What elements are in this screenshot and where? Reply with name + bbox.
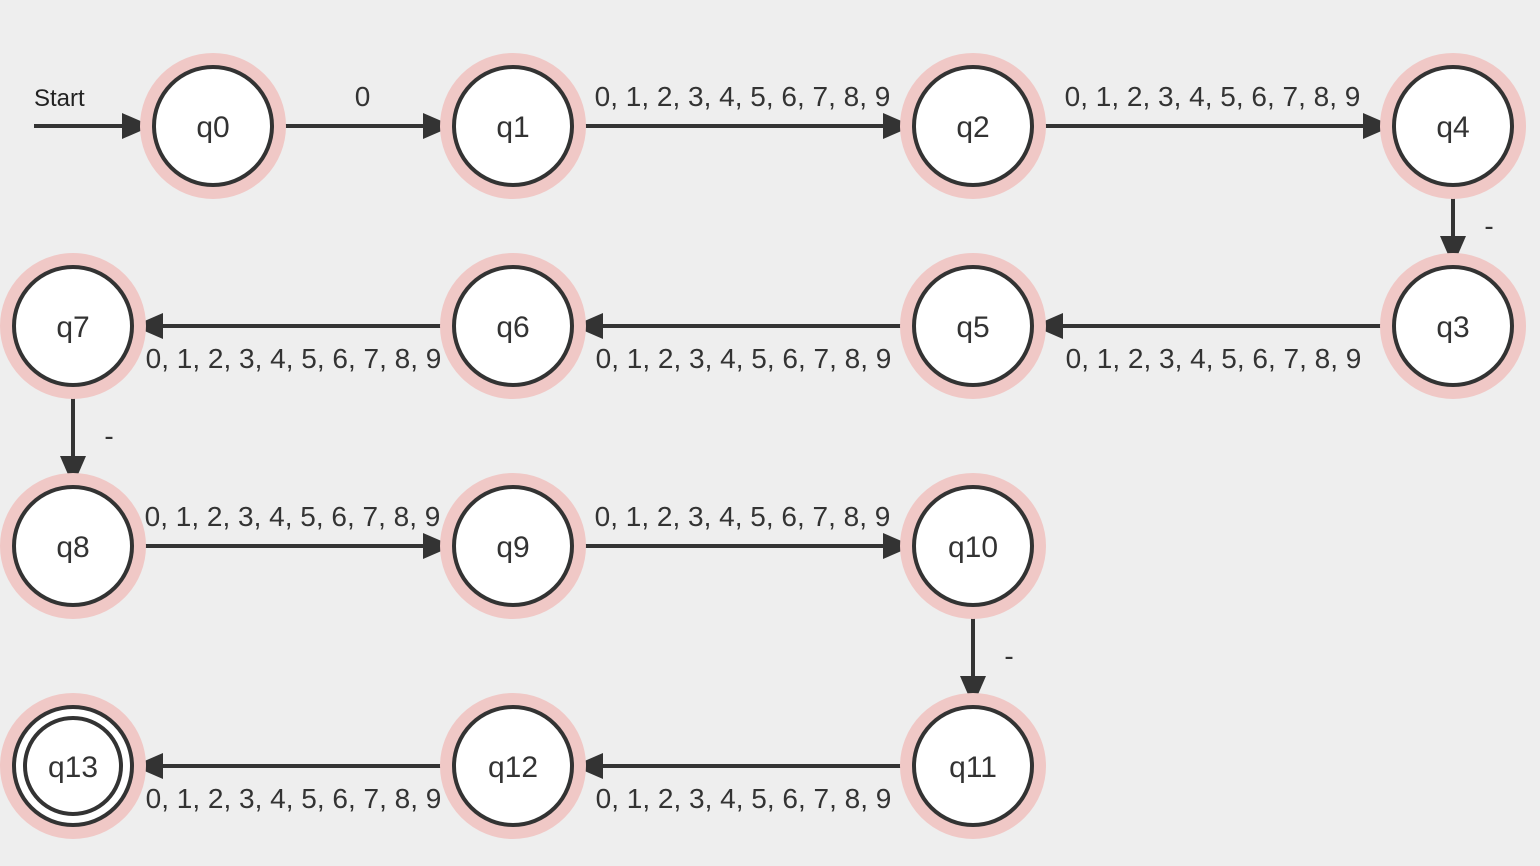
state-label: q7 — [56, 311, 89, 344]
state-halo — [440, 473, 586, 619]
state-circle — [1392, 265, 1514, 387]
state-label: q10 — [948, 531, 998, 564]
state-circle — [912, 705, 1034, 827]
transition-arrowhead-q10-q11 — [960, 676, 986, 706]
state-circle — [152, 65, 274, 187]
state-q10[interactable]: q10 — [900, 473, 1046, 619]
state-halo — [140, 53, 286, 199]
state-label: q8 — [56, 531, 89, 564]
state-label: q13 — [48, 751, 98, 784]
state-halo — [440, 253, 586, 399]
state-halo — [0, 253, 146, 399]
state-q3[interactable]: q3 — [1380, 253, 1526, 399]
state-halo — [900, 53, 1046, 199]
transition-label-q3-q5: 0, 1, 2, 3, 4, 5, 6, 7, 8, 9 — [1066, 343, 1362, 374]
transition-arrowhead-q0-q1 — [423, 113, 453, 139]
state-circle — [452, 485, 574, 607]
transition-arrowhead-q9-q10 — [883, 533, 913, 559]
transition-label-q5-q6: 0, 1, 2, 3, 4, 5, 6, 7, 8, 9 — [596, 343, 892, 374]
state-q6[interactable]: q6 — [440, 253, 586, 399]
transition-arrowhead-q8-q9 — [423, 533, 453, 559]
transition-arrowhead-q12-q13 — [133, 753, 163, 779]
transition-label-q11-q12: 0, 1, 2, 3, 4, 5, 6, 7, 8, 9 — [596, 783, 892, 814]
state-label: q2 — [956, 111, 989, 144]
state-q8[interactable]: q8 — [0, 473, 146, 619]
state-label: q0 — [196, 111, 229, 144]
state-halo — [0, 473, 146, 619]
state-circle — [1392, 65, 1514, 187]
state-circle — [912, 485, 1034, 607]
state-circle — [452, 705, 574, 827]
transition-label-q4-q3: - — [1484, 211, 1493, 242]
state-halo — [900, 473, 1046, 619]
state-circle — [12, 485, 134, 607]
state-halo — [440, 693, 586, 839]
transition-label-q0-q1: 0 — [355, 81, 371, 112]
state-halo — [0, 693, 146, 839]
labels-layer: Start 0 0, 1, 2, 3, 4, 5, 6, 7, 8, 9 0, 1, … — [34, 81, 1494, 814]
state-halo — [1380, 53, 1526, 199]
transition-label-q1-q2: 0, 1, 2, 3, 4, 5, 6, 7, 8, 9 — [595, 81, 891, 112]
transition-arrowhead-q1-q2 — [883, 113, 913, 139]
state-label: q11 — [949, 751, 997, 784]
state-label: q4 — [1436, 111, 1469, 144]
transition-label-q10-q11: - — [1004, 641, 1013, 672]
state-q12[interactable]: q12 — [440, 693, 586, 839]
state-circle — [912, 65, 1034, 187]
state-q9[interactable]: q9 — [440, 473, 586, 619]
transition-arrowhead-q7-q8 — [60, 456, 86, 486]
state-q1[interactable]: q1 — [440, 53, 586, 199]
transition-arrowhead-q5-q6 — [573, 313, 603, 339]
transition-arrowhead-q4-q3 — [1440, 236, 1466, 266]
start-label: Start — [34, 85, 85, 112]
transition-label-q9-q10: 0, 1, 2, 3, 4, 5, 6, 7, 8, 9 — [595, 501, 891, 532]
state-circle — [912, 265, 1034, 387]
transition-arrowhead-q11-q12 — [573, 753, 603, 779]
nodes-layer: q0 q1 q2 q4 q3 q5 q6 q7 q8 q9 q10 q11 q12 q13 — [0, 53, 1526, 839]
start-arrowhead — [122, 113, 152, 139]
transition-arrowhead-q3-q5 — [1033, 313, 1063, 339]
transition-arrowhead-q6-q7 — [133, 313, 163, 339]
state-halo — [440, 53, 586, 199]
transition-label-q6-q7: 0, 1, 2, 3, 4, 5, 6, 7, 8, 9 — [146, 343, 442, 374]
state-q11[interactable]: q11 — [900, 693, 1046, 839]
transition-arrowhead-q2-q4 — [1363, 113, 1393, 139]
state-label: q1 — [496, 111, 529, 144]
state-q4[interactable]: q4 — [1380, 53, 1526, 199]
transition-label-q8-q9: 0, 1, 2, 3, 4, 5, 6, 7, 8, 9 — [145, 501, 441, 532]
state-halo — [900, 253, 1046, 399]
state-q13[interactable]: q13 — [0, 693, 146, 839]
transition-label-q2-q4: 0, 1, 2, 3, 4, 5, 6, 7, 8, 9 — [1065, 81, 1361, 112]
state-label: q12 — [488, 751, 538, 784]
state-q7[interactable]: q7 — [0, 253, 146, 399]
state-circle — [12, 705, 134, 827]
transition-label-q7-q8: - — [104, 421, 113, 452]
transition-label-q12-q13: 0, 1, 2, 3, 4, 5, 6, 7, 8, 9 — [146, 783, 442, 814]
accepting-ring — [23, 716, 123, 816]
state-label: q6 — [496, 311, 529, 344]
state-circle — [12, 265, 134, 387]
state-q0[interactable]: q0 — [140, 53, 286, 199]
edges-layer — [34, 113, 1466, 779]
state-label: q5 — [956, 311, 989, 344]
state-label: q9 — [496, 531, 529, 564]
state-halo — [900, 693, 1046, 839]
state-halo — [1380, 253, 1526, 399]
state-q5[interactable]: q5 — [900, 253, 1046, 399]
state-label: q3 — [1436, 311, 1469, 344]
state-circle — [452, 65, 574, 187]
state-circle — [452, 265, 574, 387]
state-q2[interactable]: q2 — [900, 53, 1046, 199]
